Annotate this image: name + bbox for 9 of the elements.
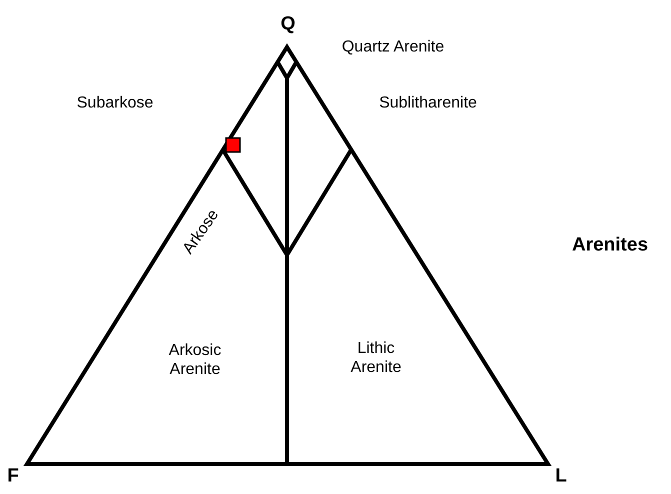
vertex-label: Q (280, 14, 296, 36)
field-label: Arkosic Arenite (168, 340, 222, 380)
field-label: Lithic Arenite (350, 338, 402, 378)
field-label: Subarkose (76, 93, 154, 113)
field-label: Quartz Arenite (342, 37, 444, 57)
field-label: Sublitharenite (379, 93, 477, 113)
vertex-label: F (7, 466, 19, 488)
diagram-title: Arenites (572, 234, 648, 258)
vertex-label: L (555, 466, 567, 488)
